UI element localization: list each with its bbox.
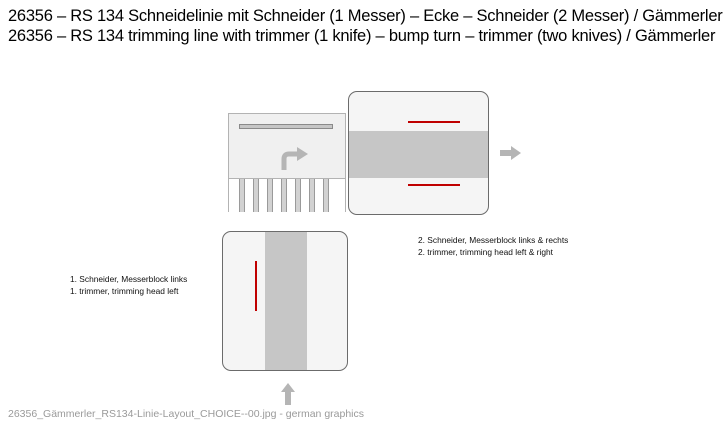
bump-turn-stop-bar (239, 124, 333, 129)
roller (295, 179, 301, 212)
product-band (265, 232, 307, 370)
roller (281, 179, 287, 212)
product-band (349, 131, 488, 178)
arrow-right-icon (500, 146, 521, 160)
roller (239, 179, 245, 212)
knife-top (408, 121, 460, 123)
knife-left (255, 261, 257, 311)
trimmer-1-module (222, 231, 348, 371)
trimmer-1-label-en: 1. trimmer, trimming head left (70, 286, 179, 296)
roller (253, 179, 259, 212)
image-caption: 26356_Gämmerler_RS134-Linie-Layout_CHOIC… (8, 408, 365, 420)
trimmer-2-module (348, 91, 489, 215)
trimmer-2-label-en: 2. trimmer, trimming head left & right (418, 247, 553, 257)
roller-conveyor (229, 178, 345, 212)
trimmer-1-label: 1. Schneider, Messerblock links 1. trimm… (70, 273, 187, 297)
roller (267, 179, 273, 212)
trimmer-2-label: 2. Schneider, Messerblock links & rechts… (418, 234, 568, 258)
roller (309, 179, 315, 212)
trimmer-1-label-de: 1. Schneider, Messerblock links (70, 274, 188, 284)
trimmer-2-label-de: 2. Schneider, Messerblock links & rechts (418, 235, 569, 245)
roller (323, 179, 329, 212)
bump-turn-unit (228, 113, 346, 212)
title-german: 26356 – RS 134 Schneidelinie mit Schneid… (8, 7, 723, 25)
turn-right-arrow-icon (281, 147, 308, 170)
knife-bottom (408, 184, 460, 186)
arrow-up-icon (281, 383, 295, 405)
title-english: 26356 – RS 134 trimming line with trimme… (8, 27, 716, 45)
